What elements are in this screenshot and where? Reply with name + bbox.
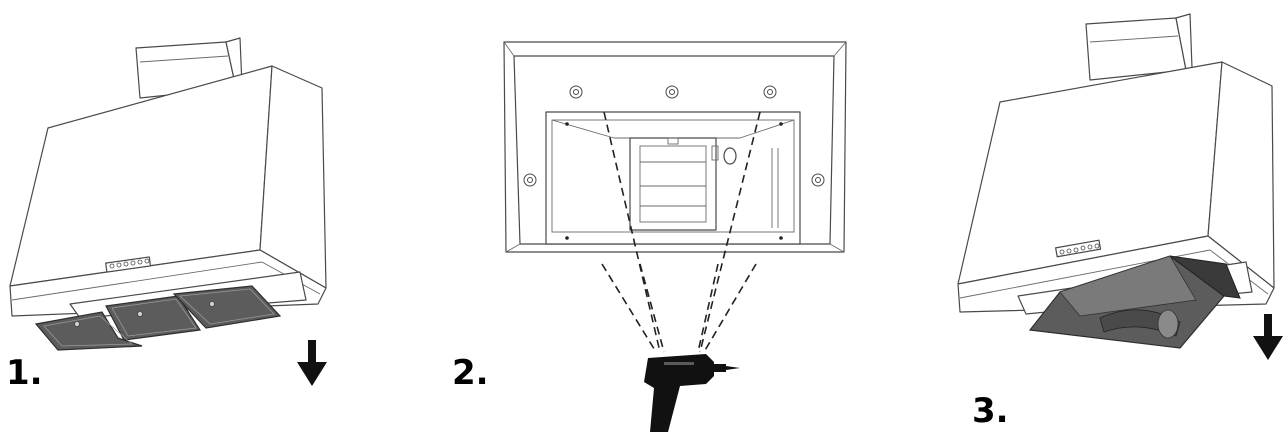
step3-control-panel [1055, 239, 1102, 258]
step-1-label: 1. [6, 353, 43, 393]
step1-filter-middle [105, 295, 202, 341]
step1-hood-front [9, 65, 273, 287]
step2-screw-holes [523, 85, 825, 187]
step2-drill-lines [601, 111, 761, 353]
step2-hood-underside [503, 41, 847, 253]
step3-down-arrow-icon [1253, 314, 1283, 360]
step1-down-arrow-icon [297, 340, 327, 386]
step3-control-buttons [1059, 243, 1100, 255]
step1-control-buttons [109, 258, 150, 269]
step3-hood [957, 13, 1275, 349]
step-3-label: 3. [972, 391, 1009, 431]
step2-light [723, 147, 737, 165]
step1-hood-side [259, 65, 327, 289]
step-2-label: 2. [452, 353, 489, 393]
step2-drill-icon [644, 354, 740, 432]
step2-motor-housing [629, 137, 717, 231]
step1-hood [9, 37, 327, 351]
